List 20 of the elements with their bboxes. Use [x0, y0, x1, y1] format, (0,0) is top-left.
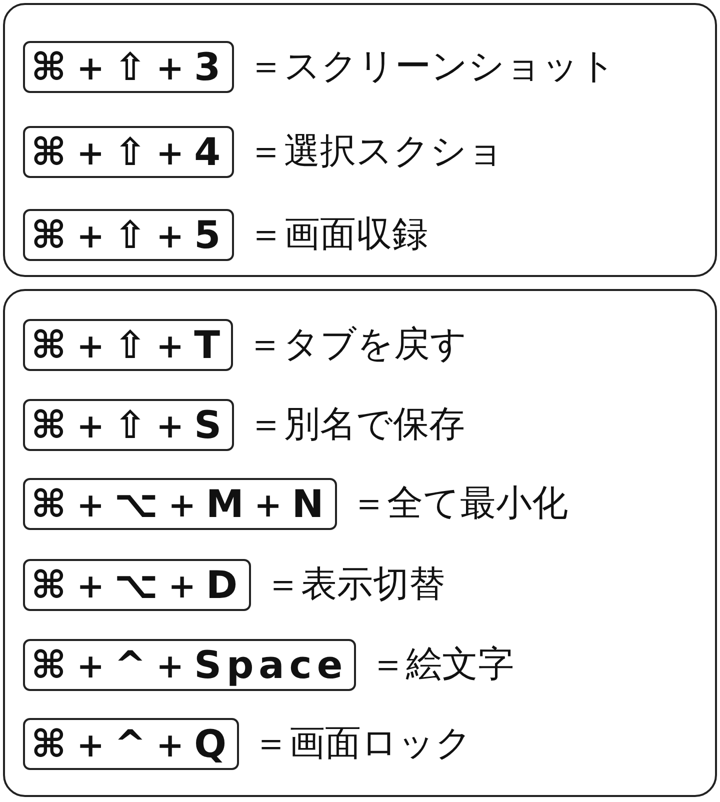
shortcut-description: ＝絵文字	[370, 643, 514, 687]
panel	[3, 3, 717, 277]
shortcut-key: ⌘＋^＋Space	[23, 639, 356, 691]
shortcut-key: ⌘＋⇧＋T	[23, 319, 234, 371]
shortcut-description: ＝画面収録	[248, 213, 428, 257]
shortcut-key: ⌘＋⌥＋D	[23, 559, 251, 611]
shortcut-description: ＝タブを戻す	[247, 323, 467, 367]
shortcut-description: ＝画面ロック	[253, 722, 472, 766]
panel	[3, 289, 717, 797]
shortcut-description: ＝全て最小化	[351, 482, 568, 526]
shortcut-description: ＝表示切替	[265, 563, 445, 607]
shortcut-description: ＝別名で保存	[248, 403, 465, 447]
shortcut-key: ⌘＋⇧＋4	[23, 126, 234, 178]
shortcut-key: ⌘＋⇧＋5	[23, 209, 234, 261]
shortcut-key: ⌘＋⌥＋M＋N	[23, 478, 337, 530]
shortcut-key: ⌘＋⇧＋3	[23, 41, 234, 93]
shortcut-key: ⌘＋^＋Q	[23, 718, 240, 770]
shortcut-description: ＝選択スクショ	[248, 130, 504, 174]
shortcut-description: ＝スクリーンショット	[248, 45, 616, 89]
shortcut-key: ⌘＋⇧＋S	[23, 399, 234, 451]
